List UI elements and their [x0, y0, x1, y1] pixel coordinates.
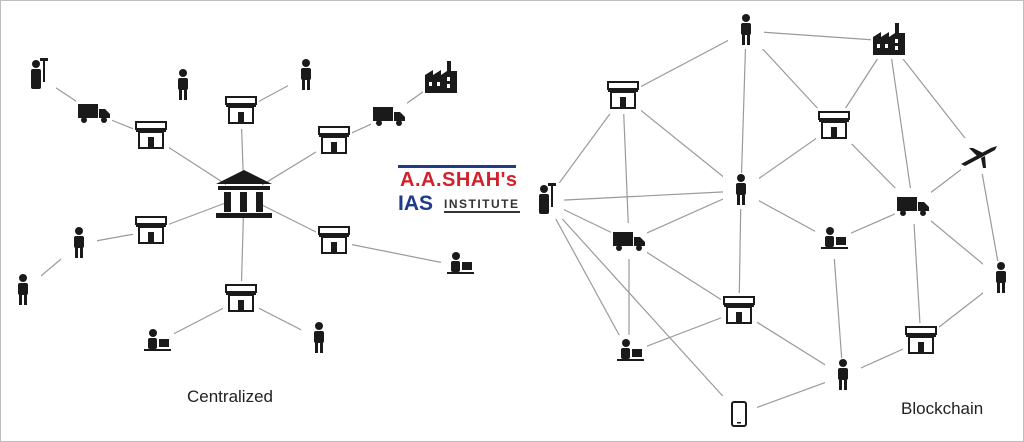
connection-line: [888, 40, 980, 157]
logo-ias: IAS: [398, 192, 434, 215]
factory-icon: [871, 23, 907, 59]
logo-line1: A.A.SHAH's: [400, 169, 518, 191]
connection-line: [545, 200, 630, 354]
blockchain-label: Blockchain: [901, 399, 984, 418]
connection-line: [745, 30, 890, 42]
laptop-icon: [815, 223, 851, 259]
truck-icon: [611, 223, 647, 259]
person-icon: [301, 321, 337, 357]
connection-line: [545, 190, 742, 202]
connection-line: [628, 190, 742, 242]
person-icon: [825, 358, 861, 394]
phone-icon: [721, 396, 757, 432]
store-icon: [223, 93, 259, 129]
centralized-label: Centralized: [187, 387, 273, 406]
store-icon: [223, 281, 259, 317]
painter-icon: [20, 58, 56, 94]
store-icon: [605, 78, 641, 114]
plane-icon: [961, 138, 997, 174]
laptop-icon: [441, 248, 477, 284]
connection-line: [622, 95, 630, 242]
store-icon: [133, 213, 169, 249]
person-icon: [723, 173, 759, 209]
laptop-icon: [611, 335, 647, 371]
connection-line: [628, 310, 740, 354]
logo-institute: INSTITUTE: [444, 197, 520, 213]
connection-line: [333, 240, 460, 267]
painter-icon: [528, 183, 564, 219]
truck-icon: [76, 95, 112, 131]
connection-line: [545, 200, 740, 415]
connection-line: [978, 155, 1002, 280]
person-icon: [288, 58, 324, 94]
truck-icon: [371, 98, 407, 134]
institute-logo: A.A.SHAH's IAS INSTITUTE: [394, 163, 524, 215]
person-icon: [983, 261, 1019, 297]
person-icon: [728, 13, 764, 49]
factory-icon: [423, 61, 459, 97]
connection-line: [738, 190, 742, 312]
store-icon: [316, 223, 352, 259]
truck-icon: [895, 188, 931, 224]
laptop-icon: [138, 325, 174, 361]
store-icon: [816, 108, 852, 144]
bank-icon: [216, 170, 272, 218]
person-icon: [165, 68, 201, 104]
store-icon: [133, 118, 169, 154]
connection-line: [622, 95, 742, 192]
person-icon: [61, 226, 97, 262]
store-icon: [903, 323, 939, 359]
connection-line: [832, 240, 844, 377]
connection-line: [628, 240, 740, 312]
connection-line: [622, 30, 747, 97]
connection-line: [888, 40, 914, 207]
connection-line: [740, 30, 747, 192]
person-icon: [5, 273, 41, 309]
store-icon: [316, 123, 352, 159]
store-icon: [721, 293, 757, 329]
connection-line: [912, 205, 922, 342]
